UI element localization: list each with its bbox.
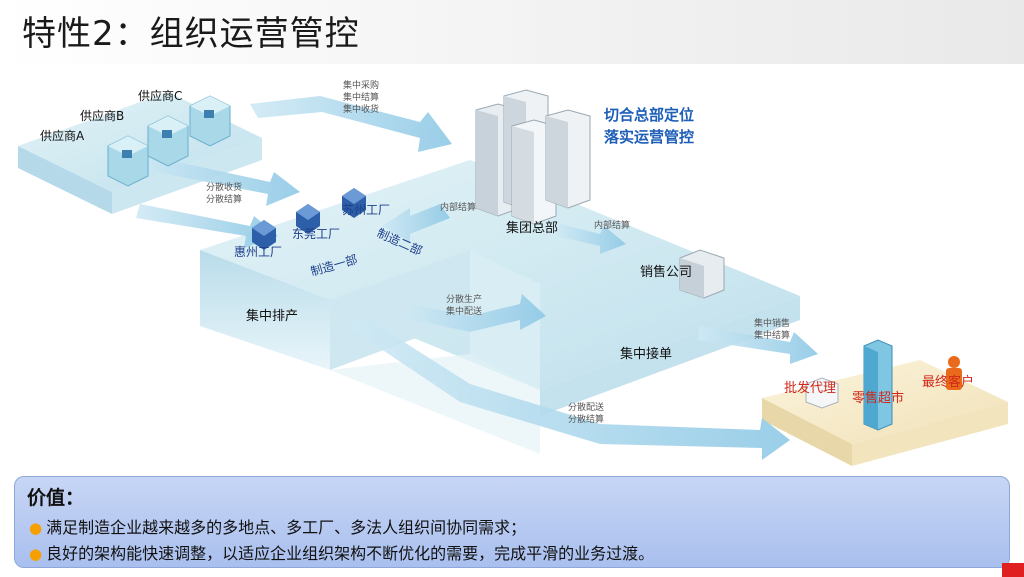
org-operations-diagram: 供应商A 供应商B 供应商C 集中采购 集中结算 集中收货 切合总部定位 落实运… [0,64,1024,476]
label-flow-distribution-1: 分散配送 [568,401,604,413]
label-internal-settle-2: 内部结算 [594,219,630,231]
value-bullet-2: ●良好的架构能快速调整，以适应企业组织架构不断优化的需要，完成平滑的业务过渡。 [29,540,654,564]
value-bullet-text: 良好的架构能快速调整，以适应企业组织架构不断优化的需要，完成平滑的业务过渡。 [46,544,654,563]
label-flow-sales-2: 集中结算 [754,329,790,341]
value-bullet-1: ●满足制造企业越来越多的多地点、多工厂、多法人组织间协同需求； [29,514,526,538]
label-flow-production-1: 分散生产 [446,293,482,305]
label-flow-top-2: 集中结算 [343,91,379,103]
label-flow-sales-1: 集中销售 [754,317,790,329]
label-factory-huizhou: 惠州工厂 [234,245,282,259]
label-flow-distribution-2: 分散结算 [568,413,604,425]
label-retail-supermarket: 零售超市 [852,390,904,406]
label-hq-note-2: 落实运营管控 [604,128,694,146]
value-bullet-text: 满足制造企业越来越多的多地点、多工厂、多法人组织间协同需求； [46,518,526,537]
label-central-schedule: 集中排产 [246,308,298,324]
label-internal-settle-1: 内部结算 [440,201,476,213]
label-wholesale-agent: 批发代理 [784,380,836,396]
slide-header: 特性2：组织运营管控 [0,0,1024,64]
bullet-dot-icon: ● [29,545,42,563]
label-flow-top-1: 集中采购 [343,79,379,91]
label-group-hq: 集团总部 [506,220,558,236]
label-supplier-a: 供应商A [40,128,85,143]
corner-logo-mark [1002,563,1024,577]
label-flow-top-3: 集中收货 [343,103,379,115]
slide-title: 特性2：组织运营管控 [22,6,360,55]
label-flow-production-2: 集中配送 [446,305,482,317]
label-sales-company: 销售公司 [640,264,692,280]
value-heading: 价值： [27,483,84,510]
value-panel: 价值： ●满足制造企业越来越多的多地点、多工厂、多法人组织间协同需求； ●良好的… [14,476,1010,568]
hq-towers [476,90,590,224]
label-supplier-c: 供应商C [138,88,182,103]
label-factory-dongguan: 东莞工厂 [292,227,340,241]
label-factory-suzhou: 苏州工厂 [342,203,390,217]
label-flow-supply-1: 分散收货 [206,181,242,193]
label-supplier-b: 供应商B [80,108,124,123]
label-hq-note-1: 切合总部定位 [604,106,694,124]
label-end-customer: 最终客户 [922,374,974,390]
bullet-dot-icon: ● [29,519,42,537]
label-flow-supply-2: 分散结算 [206,193,242,205]
label-central-orders: 集中接单 [620,346,672,362]
